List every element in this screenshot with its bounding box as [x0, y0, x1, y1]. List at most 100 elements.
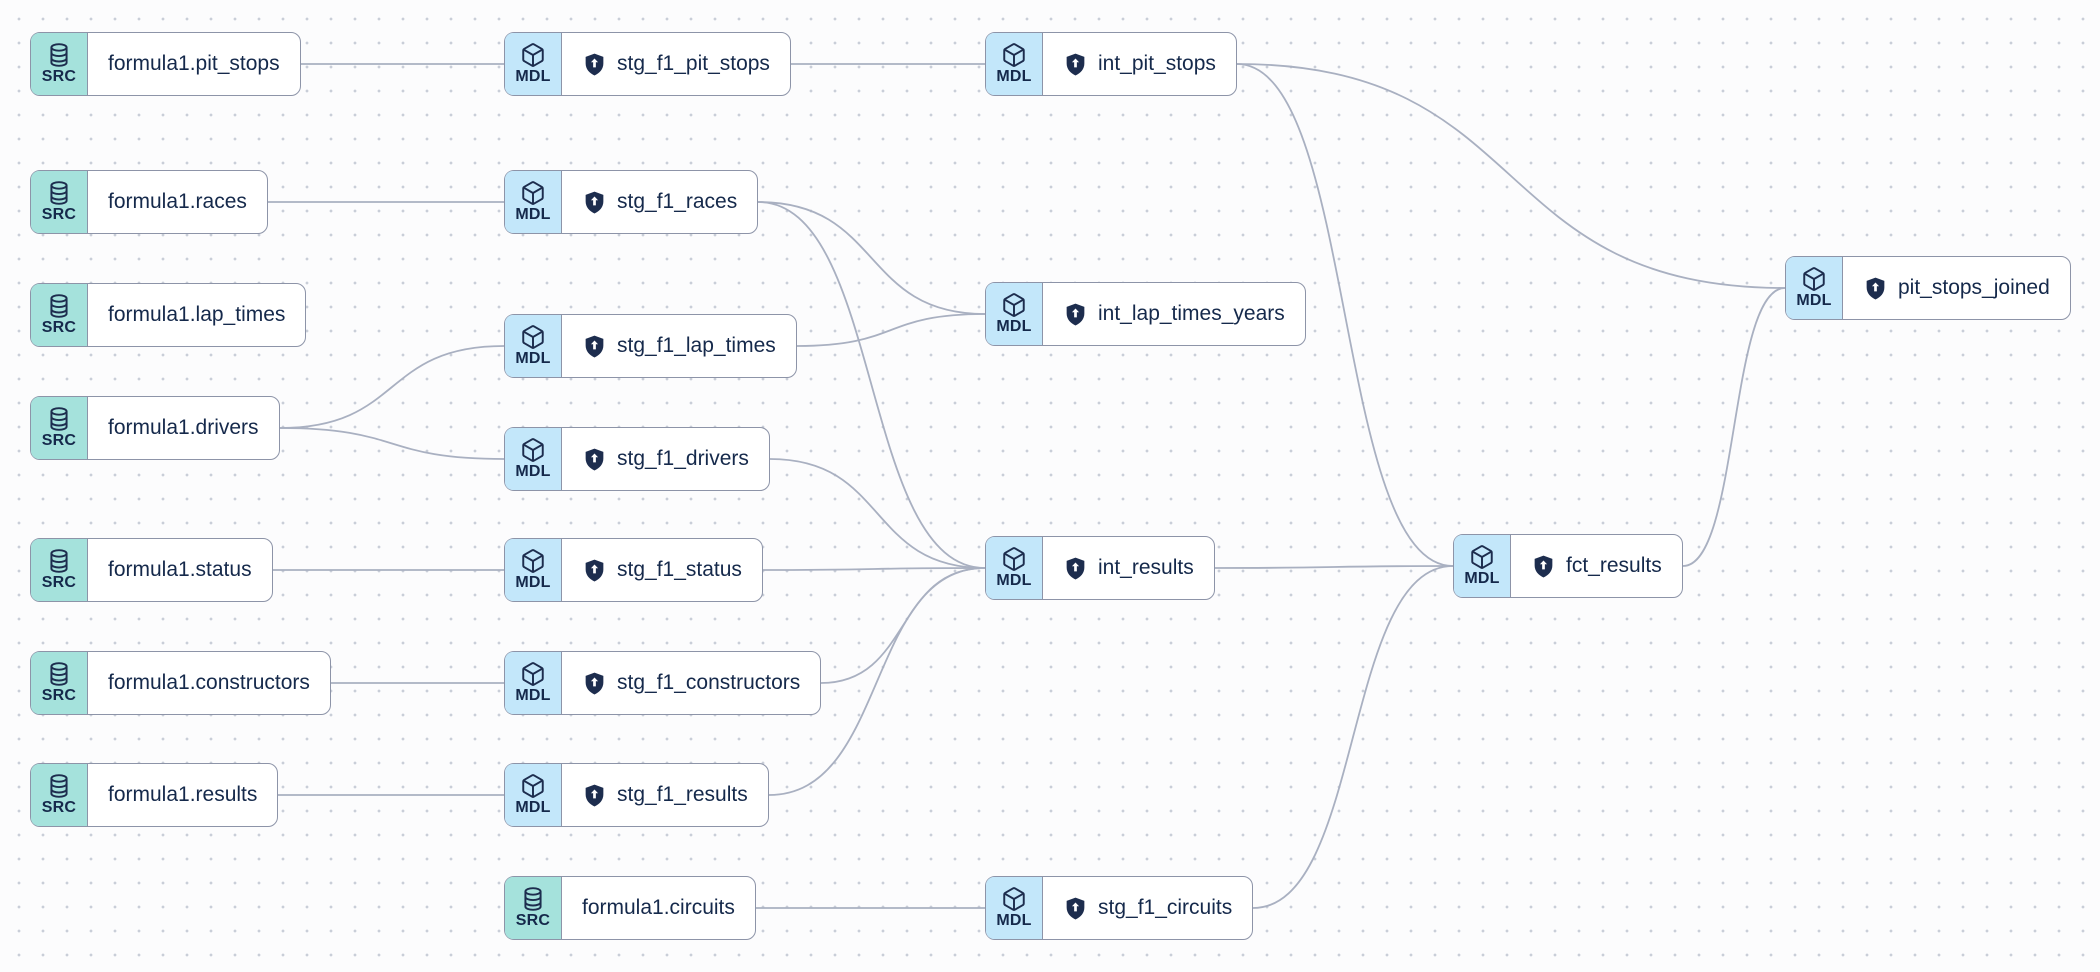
edge-stg_drivers-to-int_results — [769, 458, 986, 569]
node-pit-stops-joined[interactable]: MDL pit_stops_joined — [1785, 256, 2071, 320]
node-stg-f1-status[interactable]: MDL stg_f1_status — [504, 538, 763, 602]
shield-arrow-icon — [582, 558, 607, 583]
shield-arrow-icon — [1863, 276, 1888, 301]
cube-icon — [1469, 544, 1495, 570]
model-badge: MDL — [986, 33, 1043, 95]
cube-icon — [520, 548, 546, 574]
node-label: formula1.circuits — [562, 877, 755, 939]
node-label: stg_f1_pit_stops — [562, 33, 790, 95]
node-name: stg_f1_drivers — [617, 447, 749, 470]
edge-stg_status-to-int_results — [762, 567, 986, 571]
node-formula1-constructors[interactable]: SRC formula1.constructors — [30, 651, 331, 715]
model-badge: MDL — [505, 428, 562, 490]
node-formula1-results[interactable]: SRC formula1.results — [30, 763, 279, 827]
edge-stg_results-to-int_results — [768, 567, 986, 796]
shield-arrow-icon — [1063, 302, 1088, 327]
badge-label: MDL — [515, 574, 551, 591]
badge-label: MDL — [996, 572, 1032, 589]
cube-icon — [1001, 292, 1027, 318]
edge-src_drivers-to-stg_drivers — [279, 427, 505, 460]
node-name: stg_f1_status — [617, 558, 742, 581]
node-label: formula1.races — [88, 171, 267, 233]
source-badge: SRC — [505, 877, 562, 939]
node-int-lap-times-years[interactable]: MDL int_lap_times_years — [985, 282, 1306, 346]
edge-int_results-to-fct_results — [1214, 565, 1454, 569]
database-icon — [46, 180, 72, 206]
cube-icon — [520, 661, 546, 687]
node-formula1-drivers[interactable]: SRC formula1.drivers — [30, 396, 280, 460]
node-int-results[interactable]: MDL int_results — [985, 536, 1215, 600]
node-stg-f1-races[interactable]: MDL stg_f1_races — [504, 170, 759, 234]
badge-label: SRC — [41, 319, 77, 336]
node-name: formula1.drivers — [108, 416, 259, 439]
node-formula1-lap-times[interactable]: SRC formula1.lap_times — [30, 283, 307, 347]
model-badge: MDL — [986, 283, 1043, 345]
shield-arrow-icon — [1063, 556, 1088, 581]
node-formula1-pit-stops[interactable]: SRC formula1.pit_stops — [30, 32, 301, 96]
badge-label: MDL — [996, 318, 1032, 335]
shield-arrow-icon — [1531, 554, 1556, 579]
node-fct-results[interactable]: MDL fct_results — [1453, 534, 1683, 598]
node-name: stg_f1_pit_stops — [617, 52, 770, 75]
badge-label: SRC — [41, 68, 77, 85]
cube-icon — [520, 324, 546, 350]
node-stg-f1-drivers[interactable]: MDL stg_f1_drivers — [504, 427, 770, 491]
badge-label: MDL — [515, 68, 551, 85]
shield-arrow-icon — [582, 334, 607, 359]
cube-icon — [520, 180, 546, 206]
database-icon — [46, 661, 72, 687]
badge-label: SRC — [41, 799, 77, 816]
shield-arrow-icon — [582, 783, 607, 808]
node-name: pit_stops_joined — [1898, 276, 2050, 299]
badge-label: MDL — [515, 463, 551, 480]
node-name: int_results — [1098, 556, 1194, 579]
badge-label: SRC — [41, 432, 77, 449]
badge-label: SRC — [515, 912, 551, 929]
model-badge: MDL — [505, 315, 562, 377]
badge-label: MDL — [515, 799, 551, 816]
badge-label: MDL — [1796, 292, 1832, 309]
node-label: stg_f1_drivers — [562, 428, 769, 490]
shield-arrow-icon — [1063, 52, 1088, 77]
shield-arrow-icon — [1063, 896, 1088, 921]
shield-arrow-icon — [582, 190, 607, 215]
edge-stg_lap_times-to-int_lap_times_years — [796, 313, 986, 347]
node-label: stg_f1_constructors — [562, 652, 820, 714]
model-badge: MDL — [505, 33, 562, 95]
model-badge: MDL — [986, 537, 1043, 599]
node-name: formula1.lap_times — [108, 303, 286, 326]
node-label: formula1.results — [88, 764, 277, 826]
model-badge: MDL — [505, 652, 562, 714]
badge-label: MDL — [515, 350, 551, 367]
node-name: stg_f1_races — [617, 190, 738, 213]
node-formula1-circuits[interactable]: SRC formula1.circuits — [504, 876, 756, 940]
node-label: stg_f1_races — [562, 171, 757, 233]
badge-label: MDL — [1464, 570, 1500, 587]
node-name: stg_f1_lap_times — [617, 334, 776, 357]
node-name: fct_results — [1566, 554, 1662, 577]
edge-int_pit_stops-to-pit_stops_joined — [1236, 63, 1786, 289]
node-label: formula1.pit_stops — [88, 33, 300, 95]
node-stg-f1-lap-times[interactable]: MDL stg_f1_lap_times — [504, 314, 797, 378]
source-badge: SRC — [31, 764, 88, 826]
node-label: formula1.drivers — [88, 397, 279, 459]
node-label: formula1.lap_times — [88, 284, 305, 346]
badge-label: MDL — [515, 206, 551, 223]
node-label: stg_f1_results — [562, 764, 768, 826]
node-label: int_lap_times_years — [1043, 283, 1305, 345]
database-icon — [46, 406, 72, 432]
database-icon — [46, 42, 72, 68]
node-label: formula1.constructors — [88, 652, 330, 714]
node-stg-f1-results[interactable]: MDL stg_f1_results — [504, 763, 769, 827]
badge-label: SRC — [41, 687, 77, 704]
node-name: int_lap_times_years — [1098, 302, 1285, 325]
source-badge: SRC — [31, 284, 88, 346]
node-stg-f1-pit-stops[interactable]: MDL stg_f1_pit_stops — [504, 32, 791, 96]
shield-arrow-icon — [582, 447, 607, 472]
cube-icon — [1001, 546, 1027, 572]
